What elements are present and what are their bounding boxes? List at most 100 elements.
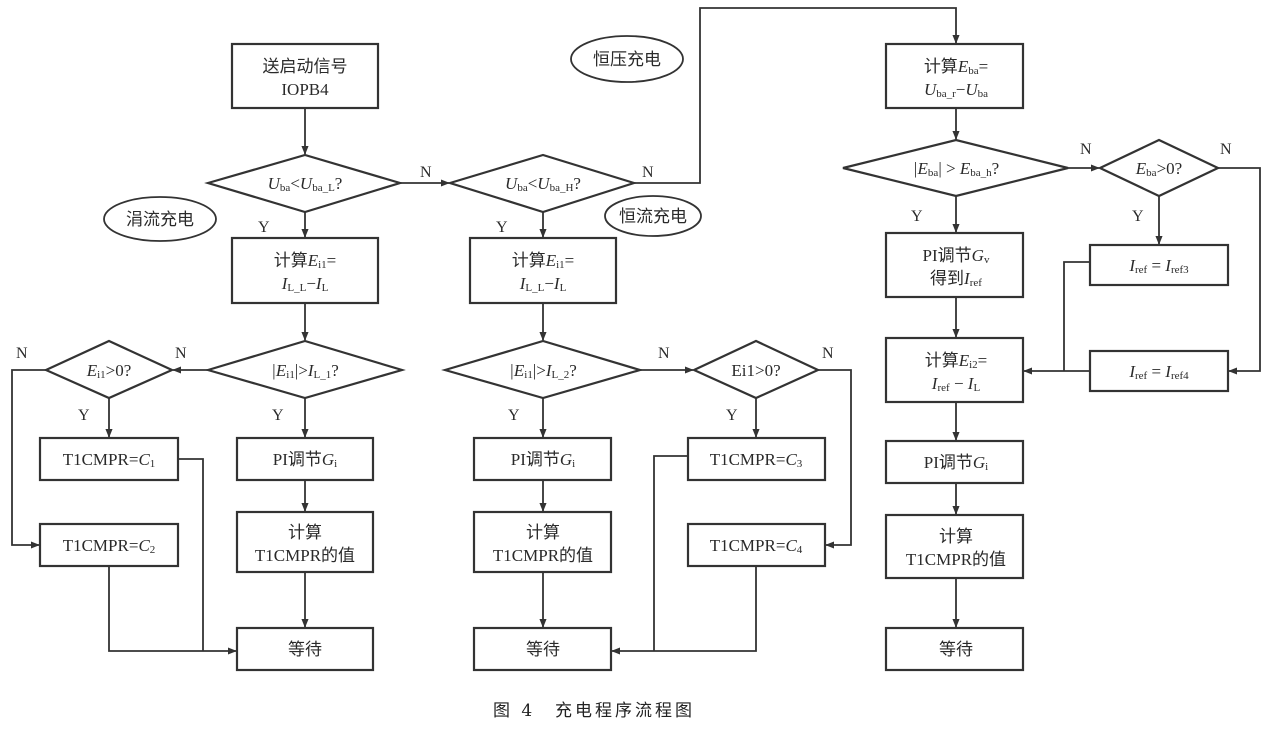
node-cc-wait: 等待 [472,626,613,672]
edge-iref3-to-calc2 [1063,261,1090,371]
label-yes: Y [258,219,270,236]
node-trickle-c2: T1CMPR=C2 [38,522,180,568]
cc-calc-line1: 计算Ei1= [512,251,575,271]
cv-pi-v-line2: 得到Iref [930,269,982,289]
node-trickle-wait: 等待 [235,626,375,672]
phase-trickle-label: 涓流充电 [126,210,194,229]
node-cv-calc2: 计算Ei2= Iref − IL [884,336,1025,404]
cc-sign-text: Ei1>0? [731,361,780,380]
edge-check-high-no [634,7,960,184]
node-cv-t1: 计算 T1CMPR的值 [884,513,1025,580]
trickle-wait-text: 等待 [288,640,322,659]
label-no: N [175,345,187,362]
cv-t1-line2: T1CMPR的值 [906,550,1006,569]
iref3-text: Iref = Iref3 [1128,256,1189,276]
decision-cv-sign: Eba>0? [1097,138,1221,198]
label-yes: Y [911,208,923,225]
cv-sign-text: Eba>0? [1135,159,1182,179]
node-cc-c4: T1CMPR=C4 [686,522,827,568]
c2-text: T1CMPR=C2 [63,536,156,556]
c1-text: T1CMPR=C1 [63,450,156,470]
cc-pi-text: PI调节Gi [511,450,575,470]
edge-cc-sign-no [818,369,852,549]
decision-cv-check: |Eba| > Eba_h? [842,138,1069,198]
trickle-pi-text: PI调节Gi [273,450,337,470]
cv-calc2-line2: Iref − IL [931,374,981,394]
trickle-sign-text: Ei1>0? [86,361,132,381]
cv-calc-line1: 计算Eba= [924,57,988,77]
branch-labels: N Y N Y N N Y Y Y N N Y N N Y Y [16,141,1232,424]
cc-wait-text: 等待 [526,640,560,659]
cc-check-text: |Ei1|>IL_2? [509,361,577,381]
label-no: N [16,345,28,362]
iref4-text: Iref = Iref4 [1128,362,1189,382]
node-cv-pi-v: PI调节Gv 得到Iref [884,231,1025,299]
edge-c3-to-wait [653,455,688,651]
label-no: N [642,164,654,181]
trickle-t1-line2: T1CMPR的值 [255,546,355,565]
start-line2: IOPB4 [281,80,329,99]
figure-caption: 图 4 充电程序流程图 [493,701,695,721]
node-cc-calc: 计算Ei1= IL_L−IL [468,236,618,305]
node-cc-c3: T1CMPR=C3 [686,436,827,482]
edge-cv-sign-no [1218,167,1261,375]
phase-trickle: 涓流充电 [103,196,217,242]
node-cv-iref3: Iref = Iref3 [1088,243,1230,287]
trickle-calc-line1: 计算Ei1= [274,251,337,271]
node-start: 送启动信号 IOPB4 [230,42,380,110]
label-no: N [822,345,834,362]
node-cc-t1: 计算 T1CMPR的值 [472,510,613,574]
cv-pi-i-text: PI调节Gi [924,453,988,473]
decision-check-high: Uba<Uba_H? [446,153,638,214]
node-cc-pi: PI调节Gi [472,436,613,482]
node-cv-wait: 等待 [884,626,1025,672]
label-yes: Y [496,219,508,236]
connectors [11,7,1261,655]
cv-calc2-line1: 计算Ei2= [925,351,988,371]
node-trickle-t1: 计算 T1CMPR的值 [235,510,375,574]
label-yes: Y [508,407,520,424]
caption-figure-number: 图 4 [493,701,535,721]
trickle-t1-line1: 计算 [288,523,322,542]
start-line1: 送启动信号 [263,57,348,76]
node-cv-pi-i: PI调节Gi [884,439,1025,485]
label-yes: Y [272,407,284,424]
node-cv-calc: 计算Eba= Uba_r−Uba [884,42,1025,110]
label-yes: Y [1132,208,1144,225]
node-cv-iref4: Iref = Iref4 [1088,349,1230,393]
phase-constant-voltage: 恒压充电 [570,35,684,83]
decision-trickle-check: |Ei1|>IL_1? [204,339,406,400]
label-no: N [420,164,432,181]
node-trickle-c1: T1CMPR=C1 [38,436,180,482]
cv-check-text: |Eba| > Eba_h? [913,159,999,179]
label-no: N [1220,141,1232,158]
edge-c4-to-wait [611,566,757,655]
label-no: N [1080,141,1092,158]
cc-t1-line2: T1CMPR的值 [493,546,593,565]
phase-constant-voltage-label: 恒压充电 [593,50,661,69]
label-yes: Y [78,407,90,424]
cc-calc-line2: IL_L−IL [519,274,567,294]
decision-cc-sign: Ei1>0? [691,339,821,400]
cv-wait-text: 等待 [939,640,973,659]
cv-calc-line2: Uba_r−Uba [924,80,988,100]
phase-constant-current: 恒流充电 [604,195,702,237]
caption-title: 充电程序流程图 [555,701,695,721]
edge-trickle-sign-no [11,369,46,549]
cv-t1-line1: 计算 [939,527,973,546]
trickle-calc-line2: IL_L−IL [281,274,329,294]
node-trickle-pi: PI调节Gi [235,436,375,482]
c3-text: T1CMPR=C3 [710,450,803,470]
cc-t1-line1: 计算 [526,523,560,542]
node-trickle-calc: 计算Ei1= IL_L−IL [230,236,380,305]
trickle-check-text: |Ei1|>IL_1? [271,361,339,381]
label-yes: Y [726,407,738,424]
cv-pi-v-line1: PI调节Gv [923,246,990,266]
label-no: N [658,345,670,362]
decision-check-low: Uba<Uba_L? [204,153,404,214]
phase-constant-current-label: 恒流充电 [619,207,687,226]
edge-c1-to-wait [178,458,204,651]
decision-trickle-sign: Ei1>0? [43,339,175,400]
check-high-text: Uba<Uba_H? [505,174,581,194]
